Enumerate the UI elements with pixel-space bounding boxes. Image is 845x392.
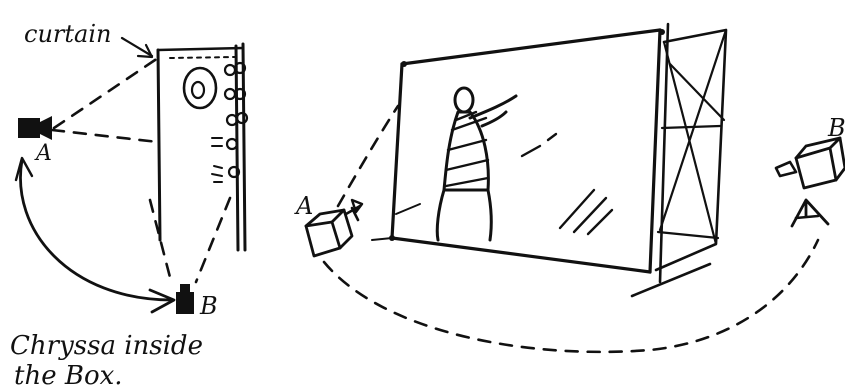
box-panel [156,42,249,252]
camera-a-left-icon [18,116,52,140]
camera-a-right-icon [304,198,364,258]
caption-line-2: the Box. [14,361,123,391]
camera-a-right-label: A [294,192,313,220]
camera-b-left-icon [176,284,194,314]
camera-a-left-label: A [34,141,52,166]
camera-b-tripod-icon [790,198,830,228]
camera-path-arc [322,238,820,354]
sightline-b-right [194,196,232,284]
camera-b-right-label: B [827,114,845,142]
performer-top-view-icon [182,66,218,110]
camera-move-arrow [19,158,174,302]
screen-frame [371,22,728,298]
camera-b-right-icon [774,136,845,190]
curtain-label: curtain [24,20,111,48]
projected-figure [435,86,614,242]
caption-line-1: Chryssa inside [10,331,203,361]
curtain-arrow [120,36,154,58]
sightline-b-left [148,198,174,287]
right-perspective-diagram: A B [294,22,845,354]
curtain-lights [211,61,249,183]
sightline-a-middle [50,128,160,144]
left-top-view-diagram: curtain [10,20,249,391]
sightline-a-top [52,56,160,130]
curtain-arrow-head [136,43,154,59]
camera-move-arrow-head [148,288,176,314]
camera-path-upper-left [336,104,400,208]
camera-b-left-label: B [199,292,218,320]
